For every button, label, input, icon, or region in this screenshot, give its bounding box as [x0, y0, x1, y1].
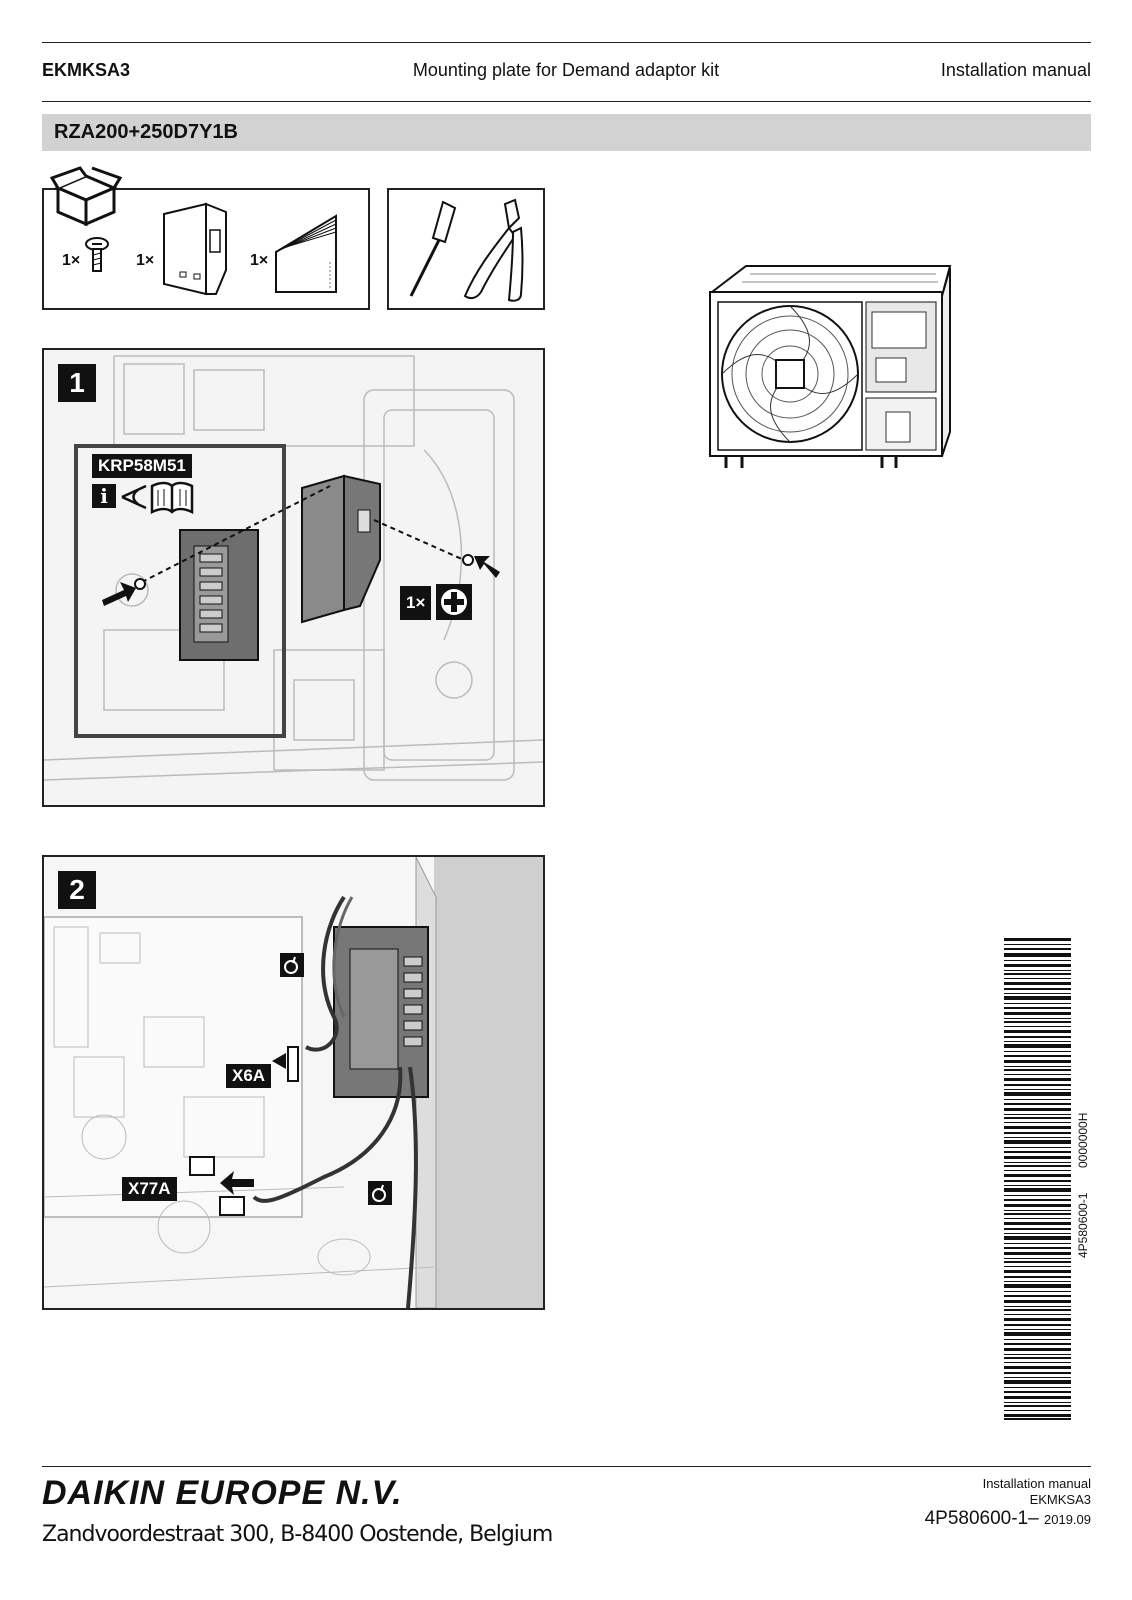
eye-icon: [121, 484, 147, 510]
header-title: Mounting plate for Demand adaptor kit: [412, 60, 720, 80]
footer-doc-type: Installation manual: [982, 1476, 1091, 1491]
mounting-plate-icon: [163, 202, 227, 296]
company-name: DAIKIN EUROPE N.V.: [42, 1474, 403, 1512]
step2-illustration: [44, 857, 543, 1308]
header-product-code: EKMKSA3: [42, 60, 131, 80]
step1-panel: 1 KRP58M51 i 1×: [42, 348, 545, 807]
header-bottom-rule: [42, 101, 1091, 102]
barcode-doc-number: 4P580600-1: [1076, 1192, 1090, 1258]
barcode: [1004, 938, 1071, 1420]
footer-doc-number: 4P580600-1: [924, 1508, 1029, 1529]
step1-illustration: [44, 355, 543, 781]
kit-contents-box: 1× 1× 1×: [42, 166, 370, 310]
screw-icon: [85, 237, 109, 272]
manual-booklet-icon: [275, 214, 337, 293]
step2-number: 2: [58, 871, 96, 909]
package-box-icon: [50, 166, 122, 227]
plate-qty: 1×: [136, 252, 155, 269]
step1-adaptor-label: KRP58M51: [92, 454, 192, 478]
header-top-rule: [42, 42, 1091, 43]
barcode-code: 0000000H: [1076, 1112, 1090, 1168]
header-doc-type: Installation manual: [940, 60, 1091, 80]
screw-callout: 1×: [400, 586, 432, 620]
footer-rule: [42, 1466, 1091, 1467]
screwdriver-icon: [409, 200, 457, 297]
wire-cutter-icon: [463, 198, 524, 302]
outdoor-unit-illustration: [709, 265, 952, 468]
footer-date: 2019.09: [1044, 1512, 1091, 1527]
cable-tie-icon: [368, 1181, 392, 1205]
footer-product-code: EKMKSA3: [1029, 1492, 1091, 1507]
footer-revision-separator: –: [1028, 1508, 1039, 1529]
connector-x6a-label: X6A: [226, 1064, 272, 1088]
cable-tie-icon: [280, 953, 304, 977]
step1-number: 1: [58, 364, 96, 402]
screw-qty: 1×: [62, 252, 81, 269]
info-icon: i: [92, 484, 116, 508]
model-bar: RZA200+250D7Y1B: [42, 114, 1091, 151]
connector-x77a-label: X77A: [122, 1177, 177, 1201]
company-address: Zandvoordestraat 300, B-8400 Oostende, B…: [42, 1522, 553, 1547]
step2-panel: 2 X6A X77A: [42, 855, 545, 1310]
footer-doc-reference: 4P580600-1– 2019.09: [925, 1508, 1091, 1530]
book-icon: [150, 481, 194, 514]
tools-box: [387, 188, 545, 310]
screw-plus-icon: [436, 584, 472, 620]
model-label: RZA200+250D7Y1B: [54, 121, 238, 143]
manual-qty: 1×: [250, 252, 269, 269]
